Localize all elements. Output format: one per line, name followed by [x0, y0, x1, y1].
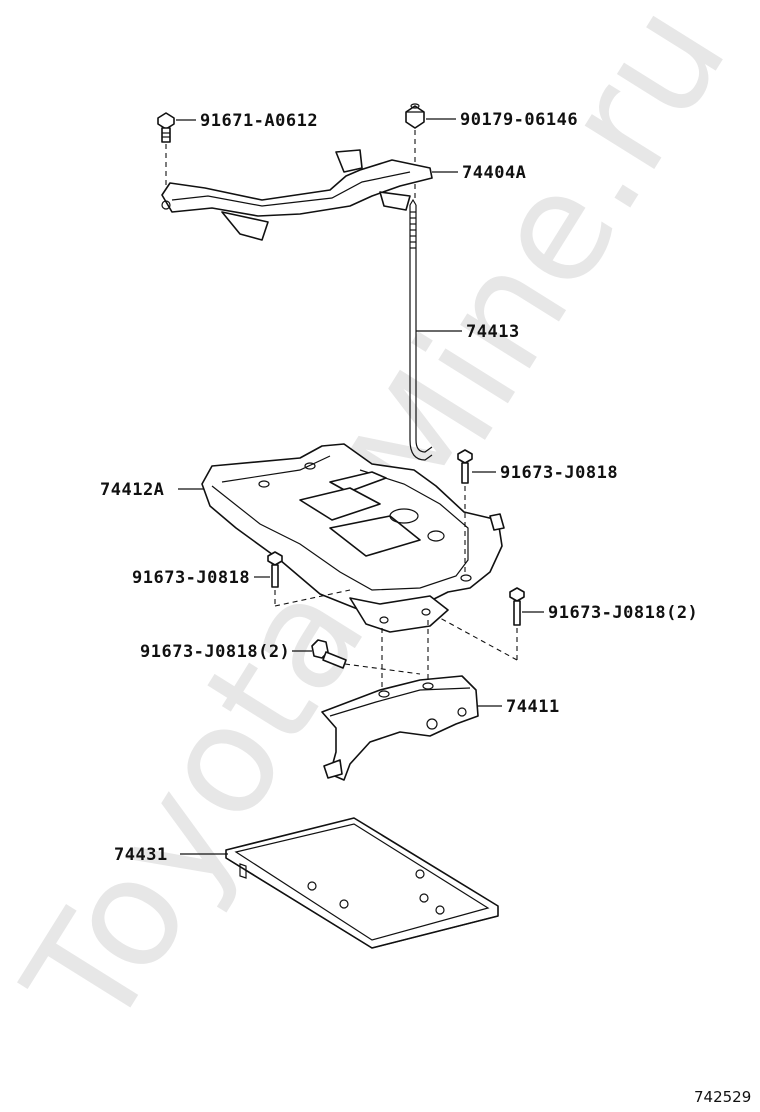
label-91673-j0818-c: 91673-J0818(2)	[548, 603, 698, 623]
label-74411: 74411	[506, 697, 560, 717]
bolt-91673-j0818-b	[267, 551, 283, 588]
bolt-91673-j0818-c	[509, 587, 525, 626]
nut-90179-06146	[405, 103, 425, 129]
label-74412a: 74412A	[100, 480, 164, 500]
bolt-91673-j0818-d	[311, 639, 347, 669]
label-74404a: 74404A	[462, 163, 526, 183]
label-74431: 74431	[114, 845, 168, 865]
clamp-74404a	[161, 149, 433, 241]
diagram-code: 742529	[694, 1088, 751, 1106]
bolt-91671-a0612	[157, 112, 175, 143]
bracket-74411	[321, 675, 479, 781]
rod-74413	[409, 198, 433, 461]
label-91673-j0818-a: 91673-J0818	[500, 463, 618, 483]
label-90179-06146: 90179-06146	[460, 110, 578, 130]
battery-tray-74431	[225, 817, 499, 949]
tray-74412a	[201, 443, 505, 633]
label-91671-a0612: 91671-A0612	[200, 111, 318, 131]
label-74413: 74413	[466, 322, 520, 342]
label-91673-j0818-b: 91673-J0818	[132, 568, 250, 588]
label-91673-j0818-d: 91673-J0818(2)	[140, 642, 290, 662]
bolt-91673-j0818-a	[457, 449, 473, 484]
